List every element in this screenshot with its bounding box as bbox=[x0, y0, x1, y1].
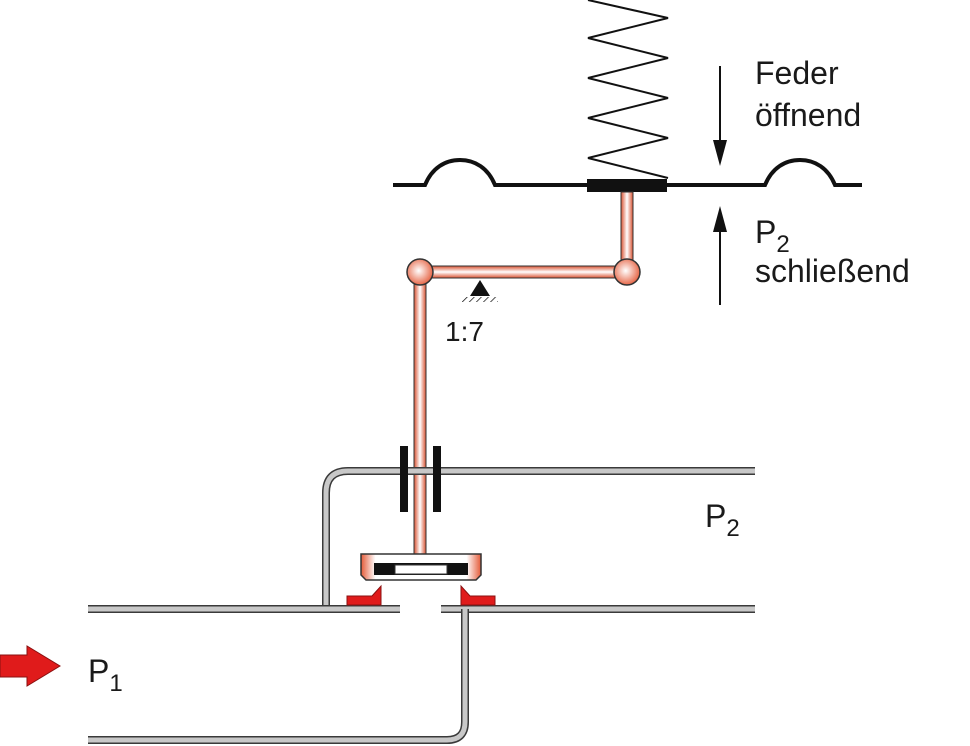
valve-disc bbox=[360, 553, 482, 581]
valve-seat-left bbox=[346, 584, 382, 606]
outlet-pressure-sub: 2 bbox=[726, 515, 739, 542]
diaphragm-plate bbox=[587, 179, 667, 192]
stem-guide-left bbox=[400, 446, 408, 512]
lever-arm bbox=[419, 265, 629, 279]
valve-seat-right bbox=[460, 584, 496, 606]
p2-closing-label: schließend bbox=[755, 253, 910, 289]
inlet-pipe bbox=[88, 605, 755, 744]
inlet-pressure-label: P1 bbox=[88, 653, 123, 697]
joint-right bbox=[613, 258, 641, 286]
inlet-pressure-main: P bbox=[88, 653, 109, 689]
outlet-pipe bbox=[322, 467, 755, 606]
fulcrum-icon bbox=[462, 280, 498, 302]
spring bbox=[587, 0, 669, 179]
lever-linkage bbox=[406, 191, 641, 558]
spring-opening-label: öffnend bbox=[755, 97, 861, 133]
inlet-flow-arrow-icon bbox=[0, 645, 61, 687]
spring-label: Feder bbox=[755, 55, 839, 91]
outlet-pressure-main: P bbox=[705, 498, 726, 534]
inlet-pressure-sub: 1 bbox=[109, 670, 122, 697]
p2-force-label-sub: 2 bbox=[776, 231, 789, 258]
joint-left bbox=[406, 258, 434, 286]
p2-force-label-main: P bbox=[755, 214, 776, 250]
p2-force-label: P2 bbox=[755, 214, 790, 258]
p2-force-arrow bbox=[713, 206, 727, 305]
stem-guide-right bbox=[433, 446, 441, 512]
spring-force-arrow bbox=[713, 66, 727, 166]
valve-stem bbox=[413, 271, 427, 558]
lever-ratio-label: 1:7 bbox=[445, 316, 484, 347]
outlet-pressure-label: P2 bbox=[705, 498, 740, 542]
